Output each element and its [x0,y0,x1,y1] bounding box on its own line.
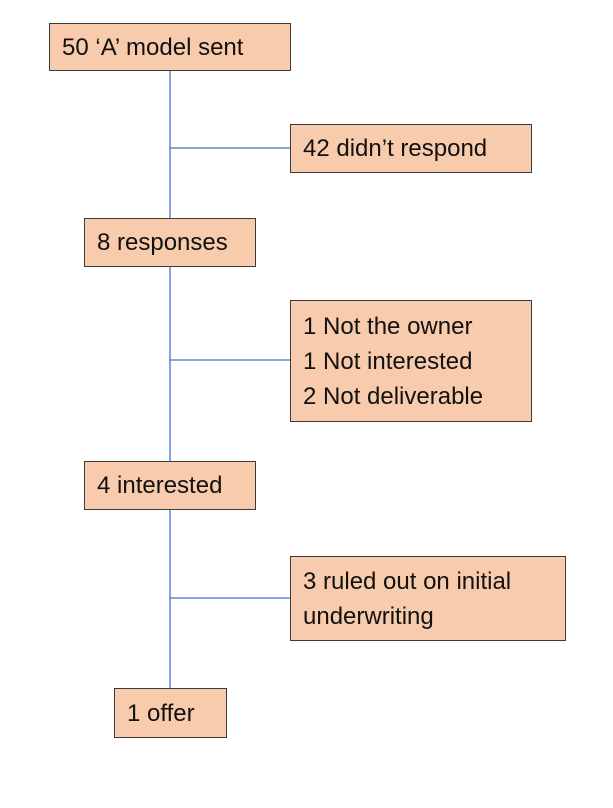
box-no-response: 42 didn’t respond [290,124,532,173]
box-ruled-out-line-2: underwriting [303,602,434,630]
box-responses: 8 responses [84,218,256,267]
box-sent: 50 ‘A’ model sent [49,23,291,71]
box-rejections-line-3: 2 Not deliverable [303,382,484,410]
box-sent-text: 50 ‘A’ model sent [62,33,244,61]
box-no-response-text: 42 didn’t respond [303,135,488,162]
box-interested-text: 4 interested [97,472,223,499]
box-rejections-line-1: 1 Not the owner [303,312,473,340]
box-rejections: 1 Not the owner 1 Not interested 2 Not d… [290,300,532,422]
box-interested: 4 interested [84,461,256,510]
box-offer: 1 offer [114,688,227,738]
box-ruled-out: 3 ruled out on initial underwriting [290,556,566,641]
box-ruled-out-line-1: 3 ruled out on initial [303,567,512,595]
box-offer-text: 1 offer [127,699,195,727]
box-responses-text: 8 responses [97,229,228,256]
box-rejections-line-2: 1 Not interested [303,347,473,375]
